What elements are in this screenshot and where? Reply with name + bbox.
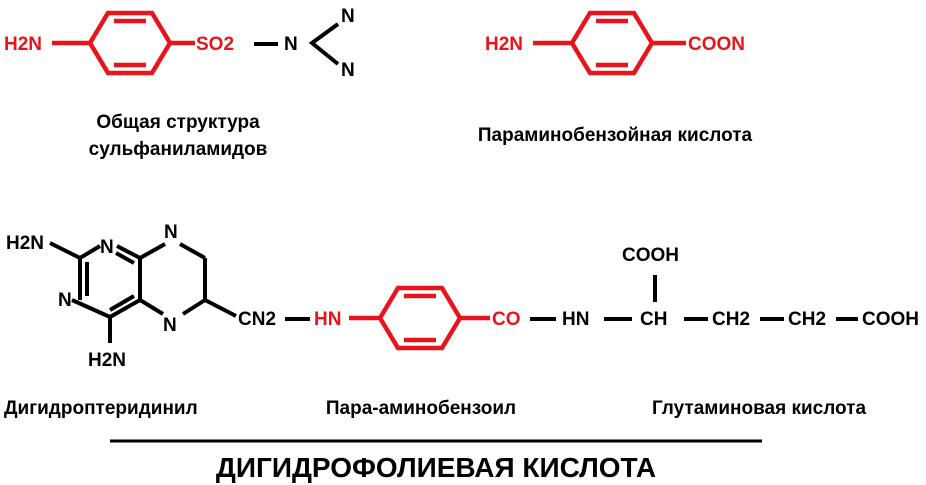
dhf-bond-h2n-ring xyxy=(49,241,81,260)
paba-structure: H2N COON Параминобензойная кислота xyxy=(478,10,753,146)
dhf-bond-c4a-c4 xyxy=(109,298,141,319)
sulfa-n-branch-bonds xyxy=(308,22,340,66)
dhf-bond-c6-cn2 xyxy=(204,298,237,318)
dhf-bond-c8a-n8 xyxy=(139,242,166,260)
paba-h2n-label: H2N xyxy=(485,34,523,55)
sulfa-h2n-label: H2N xyxy=(4,34,42,55)
dhf-h2n-top-label: H2N xyxy=(6,233,44,254)
dhf-h2n-bottom-label: H2N xyxy=(88,350,126,371)
dhf-cn2-label: CN2 xyxy=(238,309,276,330)
sulfa-caption-line2: сульфаниламидов xyxy=(89,139,268,160)
sulfa-caption-line1: Общая структура xyxy=(96,112,260,133)
paba-coon-label: COON xyxy=(688,34,745,55)
diagram-title: ДИГИДРОФОЛИЕВАЯ КИСЛОТА xyxy=(216,452,656,483)
dhf-bond-c6-n5 xyxy=(181,298,207,316)
dhf-bond-c2-n1 xyxy=(78,244,102,260)
dhf-ch2-2-label: CH2 xyxy=(788,309,826,330)
dhf-ring-n1-label: N xyxy=(100,237,114,258)
dhf-bond-c4-n3 xyxy=(71,298,111,319)
label-pteridinyl: Дигидроптеридинил xyxy=(4,398,198,419)
dhf-ring-n3-label: N xyxy=(58,290,72,311)
dhf-cooh-top-label: COOH xyxy=(622,245,679,266)
dhf-bond-n8-c7 xyxy=(179,242,206,260)
sulfa-n-top-label: N xyxy=(341,6,355,27)
dhf-bond-n1-c8a xyxy=(116,244,141,260)
label-paba: Пара-аминобензоил xyxy=(326,398,516,419)
dhf-ring-n5-label: N xyxy=(163,315,177,336)
label-glutamic: Глутаминовая кислота xyxy=(652,398,867,419)
paba-caption: Параминобензойная кислота xyxy=(478,125,753,146)
sulfa-n-bottom-label: N xyxy=(341,60,355,81)
dhf-co-label: CO xyxy=(492,309,521,330)
dhf-ring-n8-label: N xyxy=(164,222,178,243)
dhf-ch-label: CH xyxy=(640,309,667,330)
sulfa-n-label: N xyxy=(284,34,298,55)
dhf-double-bond-n1-c8a xyxy=(115,251,135,265)
dhf-bond-n5-c4a xyxy=(138,298,165,316)
dhf-cooh-end-label: COOH xyxy=(862,309,919,330)
dhf-double-bond-c4a-c4 xyxy=(108,294,136,312)
dihydrofolate-structure: H2N N N N N H2N CN2 HN CO xyxy=(6,222,919,371)
sulfa-so2-label: SO2 xyxy=(196,34,234,55)
dhf-ch2-1-label: CH2 xyxy=(712,309,750,330)
sulfanilamide-structure: H2N SO2 N N N Общая структура сульфанила… xyxy=(4,6,355,160)
dhf-nh-label: HN xyxy=(562,309,589,330)
dhf-hn-label: HN xyxy=(314,309,341,330)
